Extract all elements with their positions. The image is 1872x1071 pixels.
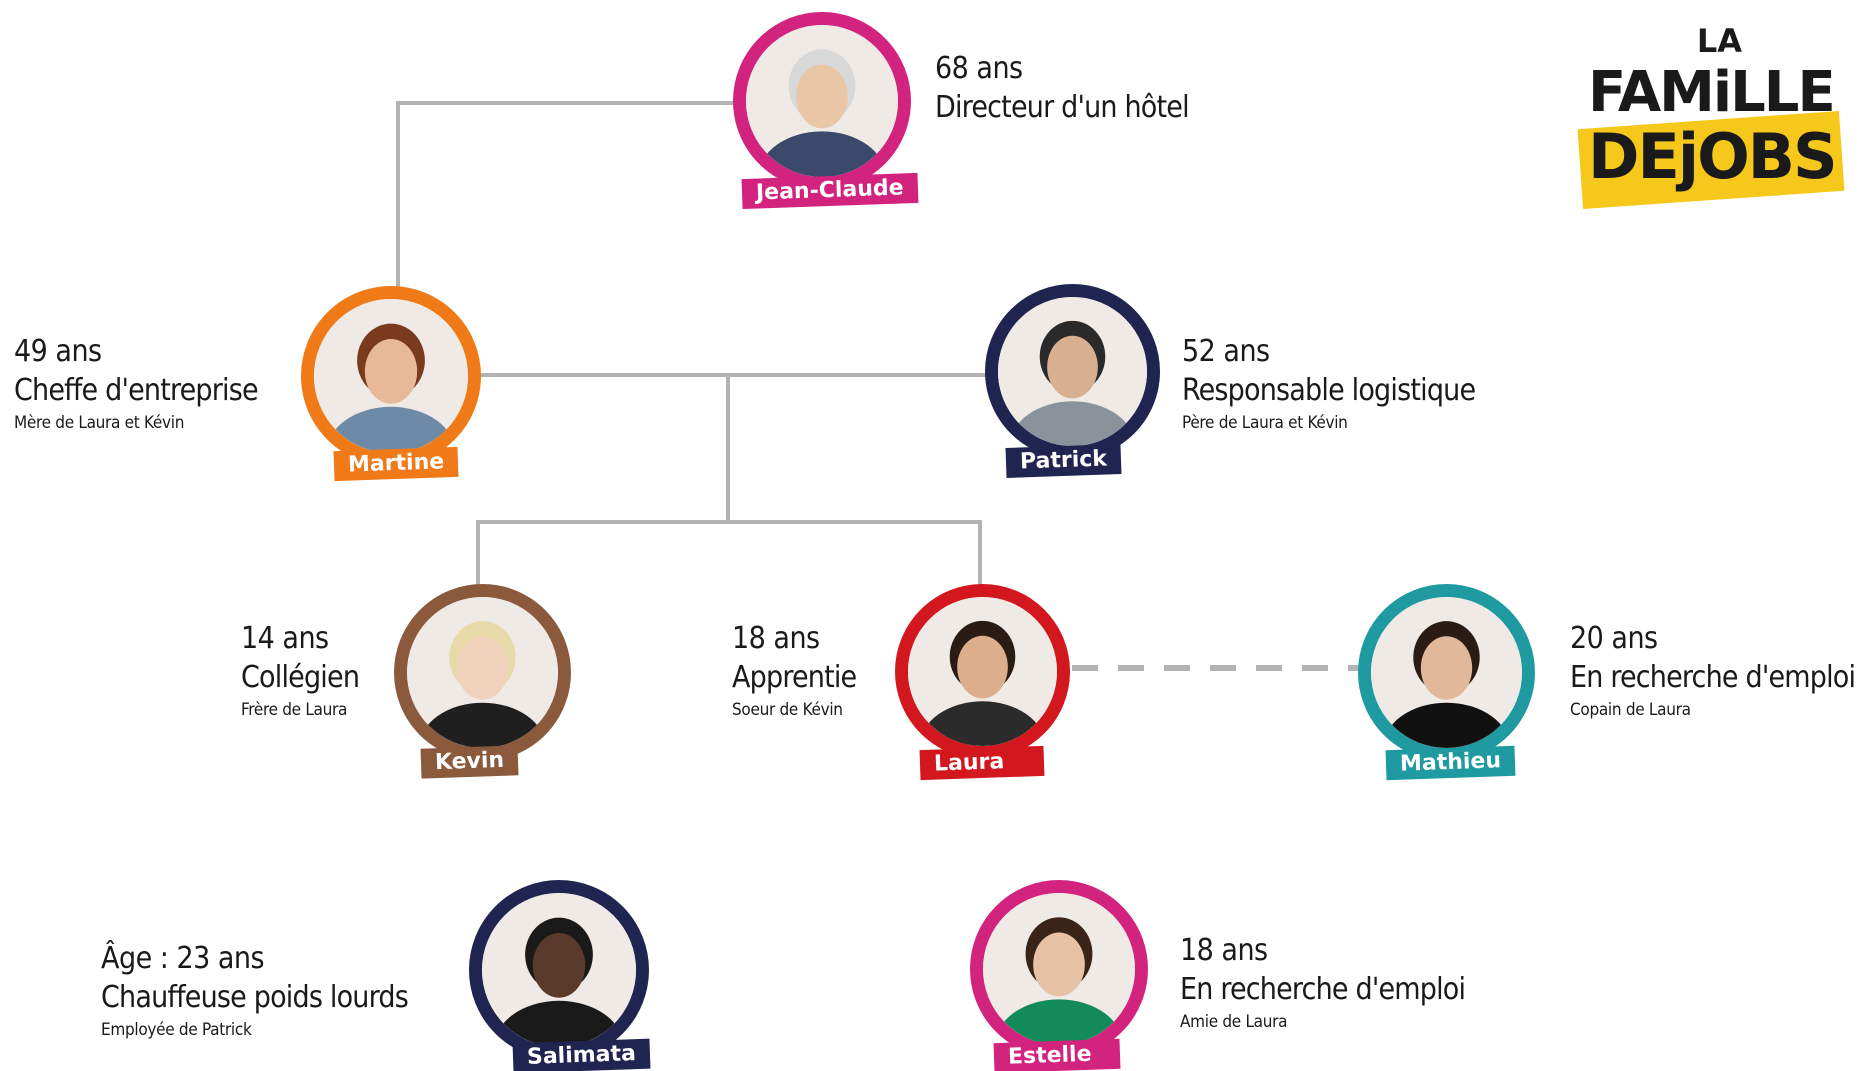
- avatar-estelle: [970, 880, 1148, 1058]
- avatar-jean-claude: [733, 12, 911, 190]
- relation-estelle: Amie de Laura: [1180, 1012, 1288, 1032]
- name-tag-estelle: Estelle: [993, 1038, 1121, 1071]
- info-martine: 49 ans Cheffe d'entreprise Mère de Laura…: [14, 333, 259, 435]
- age-patrick: 52 ans: [1182, 334, 1270, 369]
- role-jean-claude: Directeur d'un hôtel: [935, 90, 1190, 125]
- age-martine: 49 ans: [14, 334, 102, 369]
- logo-line-famille: FAMiLLE: [1588, 60, 1836, 125]
- avatar-mathieu: [1358, 584, 1535, 761]
- portrait-martine: [314, 299, 468, 453]
- name-tag-mathieu: Mathieu: [1385, 745, 1516, 781]
- role-mathieu: En recherche d'emploi: [1570, 660, 1856, 695]
- age-estelle: 18 ans: [1180, 933, 1268, 968]
- portrait-kevin: [407, 597, 558, 748]
- portrait-laura: [908, 597, 1057, 746]
- relation-mathieu: Copain de Laura: [1570, 700, 1691, 720]
- role-laura: Apprentie: [732, 660, 857, 695]
- avatar-martine: [301, 286, 481, 466]
- info-salimata: Âge : 23 ans Chauffeuse poids lourds Emp…: [101, 940, 409, 1042]
- portrait-jean-claude: [746, 25, 898, 177]
- logo-line-dejobs: DEjOBS: [1588, 120, 1838, 193]
- connector-jeanclaude-martine: [396, 101, 742, 307]
- avatar-salimata: [469, 880, 649, 1060]
- age-salimata: Âge : 23 ans: [101, 941, 265, 976]
- logo-line-la: LA: [1696, 22, 1742, 60]
- role-kevin: Collégien: [241, 660, 360, 695]
- role-salimata: Chauffeuse poids lourds: [101, 980, 409, 1015]
- info-kevin: 14 ans Collégien Frère de Laura: [241, 620, 360, 722]
- relation-laura: Soeur de Kévin: [732, 700, 843, 720]
- role-patrick: Responsable logistique: [1182, 373, 1476, 408]
- name-tag-laura: Laura: [919, 745, 1045, 781]
- info-patrick: 52 ans Responsable logistique Père de La…: [1182, 333, 1476, 435]
- avatar-kevin: [394, 584, 571, 761]
- age-mathieu: 20 ans: [1570, 621, 1658, 656]
- age-jean-claude: 68 ans: [935, 51, 1023, 86]
- role-martine: Cheffe d'entreprise: [14, 373, 259, 408]
- relation-kevin: Frère de Laura: [241, 700, 348, 720]
- name-tag-martine: Martine: [333, 446, 459, 482]
- name-tag-patrick: Patrick: [1005, 444, 1122, 478]
- info-estelle: 18 ans En recherche d'emploi Amie de Lau…: [1180, 932, 1466, 1034]
- la-famille-dejobs-logo: LA FAMiLLE DEjOBS: [1577, 22, 1850, 210]
- name-tag-kevin: Kevin: [420, 745, 519, 779]
- relation-salimata: Employée de Patrick: [101, 1020, 252, 1040]
- relation-patrick: Père de Laura et Kévin: [1182, 413, 1348, 433]
- info-jean-claude: 68 ans Directeur d'un hôtel: [935, 50, 1190, 128]
- age-laura: 18 ans: [732, 621, 820, 656]
- role-estelle: En recherche d'emploi: [1180, 972, 1466, 1007]
- name-tag-salimata: Salimata: [512, 1038, 651, 1071]
- portrait-estelle: [983, 893, 1135, 1045]
- portrait-patrick: [998, 297, 1147, 446]
- age-kevin: 14 ans: [241, 621, 329, 656]
- avatar-patrick: [985, 284, 1160, 459]
- info-laura: 18 ans Apprentie Soeur de Kévin: [732, 620, 857, 722]
- relation-martine: Mère de Laura et Kévin: [14, 413, 185, 433]
- avatar-laura: [895, 584, 1070, 759]
- portrait-mathieu: [1371, 597, 1522, 748]
- portrait-salimata: [482, 893, 636, 1047]
- info-mathieu: 20 ans En recherche d'emploi Copain de L…: [1570, 620, 1856, 722]
- name-tag-jean-claude: Jean-Claude: [741, 172, 919, 210]
